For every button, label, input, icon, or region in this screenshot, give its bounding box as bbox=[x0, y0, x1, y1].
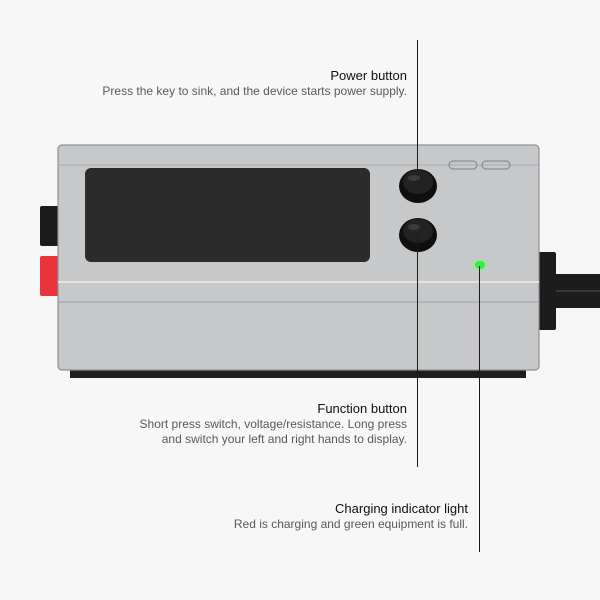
vent-slot bbox=[448, 160, 478, 170]
charging-indicator-callout: Charging indicator light Red is charging… bbox=[234, 501, 468, 532]
device-base bbox=[70, 370, 526, 378]
charging-indicator-description: Red is charging and green equipment is f… bbox=[233, 517, 468, 531]
black-terminal bbox=[40, 206, 60, 246]
power-button-description: Press the key to sink, and the device st… bbox=[102, 84, 407, 98]
cable-connector bbox=[538, 252, 556, 330]
power-callout-line bbox=[417, 40, 418, 172]
charging-indicator-led bbox=[472, 259, 488, 271]
charging-callout-line bbox=[479, 266, 480, 552]
function-button-callout: Function button Short press switch, volt… bbox=[140, 401, 407, 447]
function-button[interactable] bbox=[399, 218, 437, 252]
power-button-title: Power button bbox=[330, 68, 407, 83]
power-button[interactable] bbox=[399, 169, 437, 203]
display-screen bbox=[85, 168, 370, 262]
function-button-title: Function button bbox=[317, 401, 407, 416]
red-terminal bbox=[40, 256, 60, 296]
function-callout-line bbox=[417, 236, 418, 467]
function-button-description-line2: and switch your left and right hands to … bbox=[161, 432, 407, 446]
power-button-callout: Power button Press the key to sink, and … bbox=[102, 68, 407, 99]
function-button-description-line1: Short press switch, voltage/resistance. … bbox=[139, 417, 407, 431]
charging-indicator-title: Charging indicator light bbox=[335, 501, 468, 516]
vent-slot bbox=[481, 160, 511, 170]
